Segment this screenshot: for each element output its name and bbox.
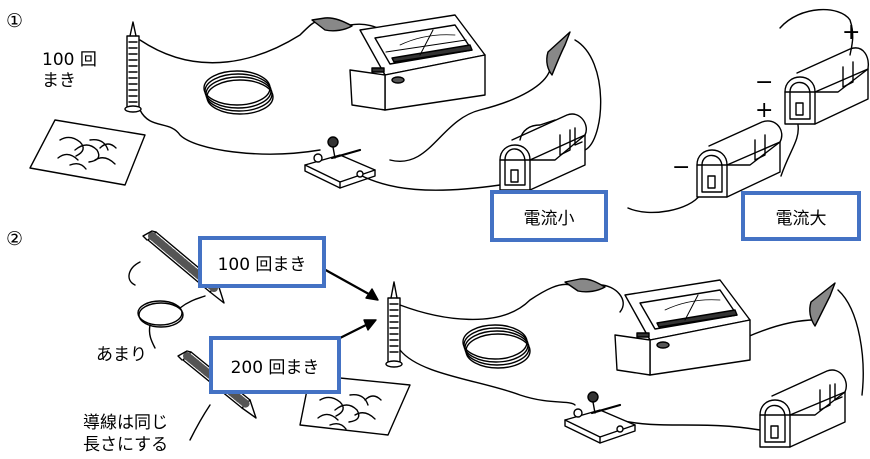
battery-holder-single xyxy=(499,113,587,191)
alligator-clip-3 xyxy=(564,278,606,293)
step-1-marker: ① xyxy=(6,10,24,32)
coil-iron-core-2 xyxy=(385,281,403,368)
turns-100-label: 100 回まき xyxy=(198,236,326,288)
alligator-clip-2 xyxy=(546,31,571,76)
battery-b-plus: + xyxy=(842,20,861,45)
wire-coil-loop xyxy=(203,70,274,115)
paper-clips-tray xyxy=(29,119,146,186)
coil-iron-core xyxy=(124,21,142,113)
battery-a-plus: + xyxy=(755,98,774,123)
step-2-marker: ② xyxy=(6,228,24,250)
leftover-wire-coil xyxy=(137,295,206,349)
battery-b-minus: − xyxy=(755,70,774,95)
arrow-100-to-core xyxy=(320,266,379,301)
alligator-clip-1 xyxy=(311,17,353,32)
ammeter-2 xyxy=(614,279,751,376)
knife-switch-2 xyxy=(564,391,636,444)
wires-part1 xyxy=(139,9,854,214)
battery-holder-series-b xyxy=(780,47,870,177)
same-length-note: 導線は同じ 長さにする xyxy=(83,413,169,455)
arrow-200-to-core xyxy=(338,319,377,340)
alligator-clip-4 xyxy=(809,282,836,327)
ammeter xyxy=(349,14,486,111)
coil-turns-label: 100 回 まき xyxy=(42,50,97,91)
knife-switch xyxy=(304,136,376,189)
battery-holder-2 xyxy=(759,369,847,448)
strong-current-label: 電流大 xyxy=(741,191,861,241)
leftover-label: あまり xyxy=(96,345,147,365)
battery-holder-series-a xyxy=(696,120,783,198)
wire-coil-loop-2 xyxy=(462,324,531,369)
battery-a-minus: − xyxy=(672,155,691,180)
weak-current-label: 電流小 xyxy=(490,190,608,242)
turns-200-label: 200 回まき xyxy=(209,336,341,394)
